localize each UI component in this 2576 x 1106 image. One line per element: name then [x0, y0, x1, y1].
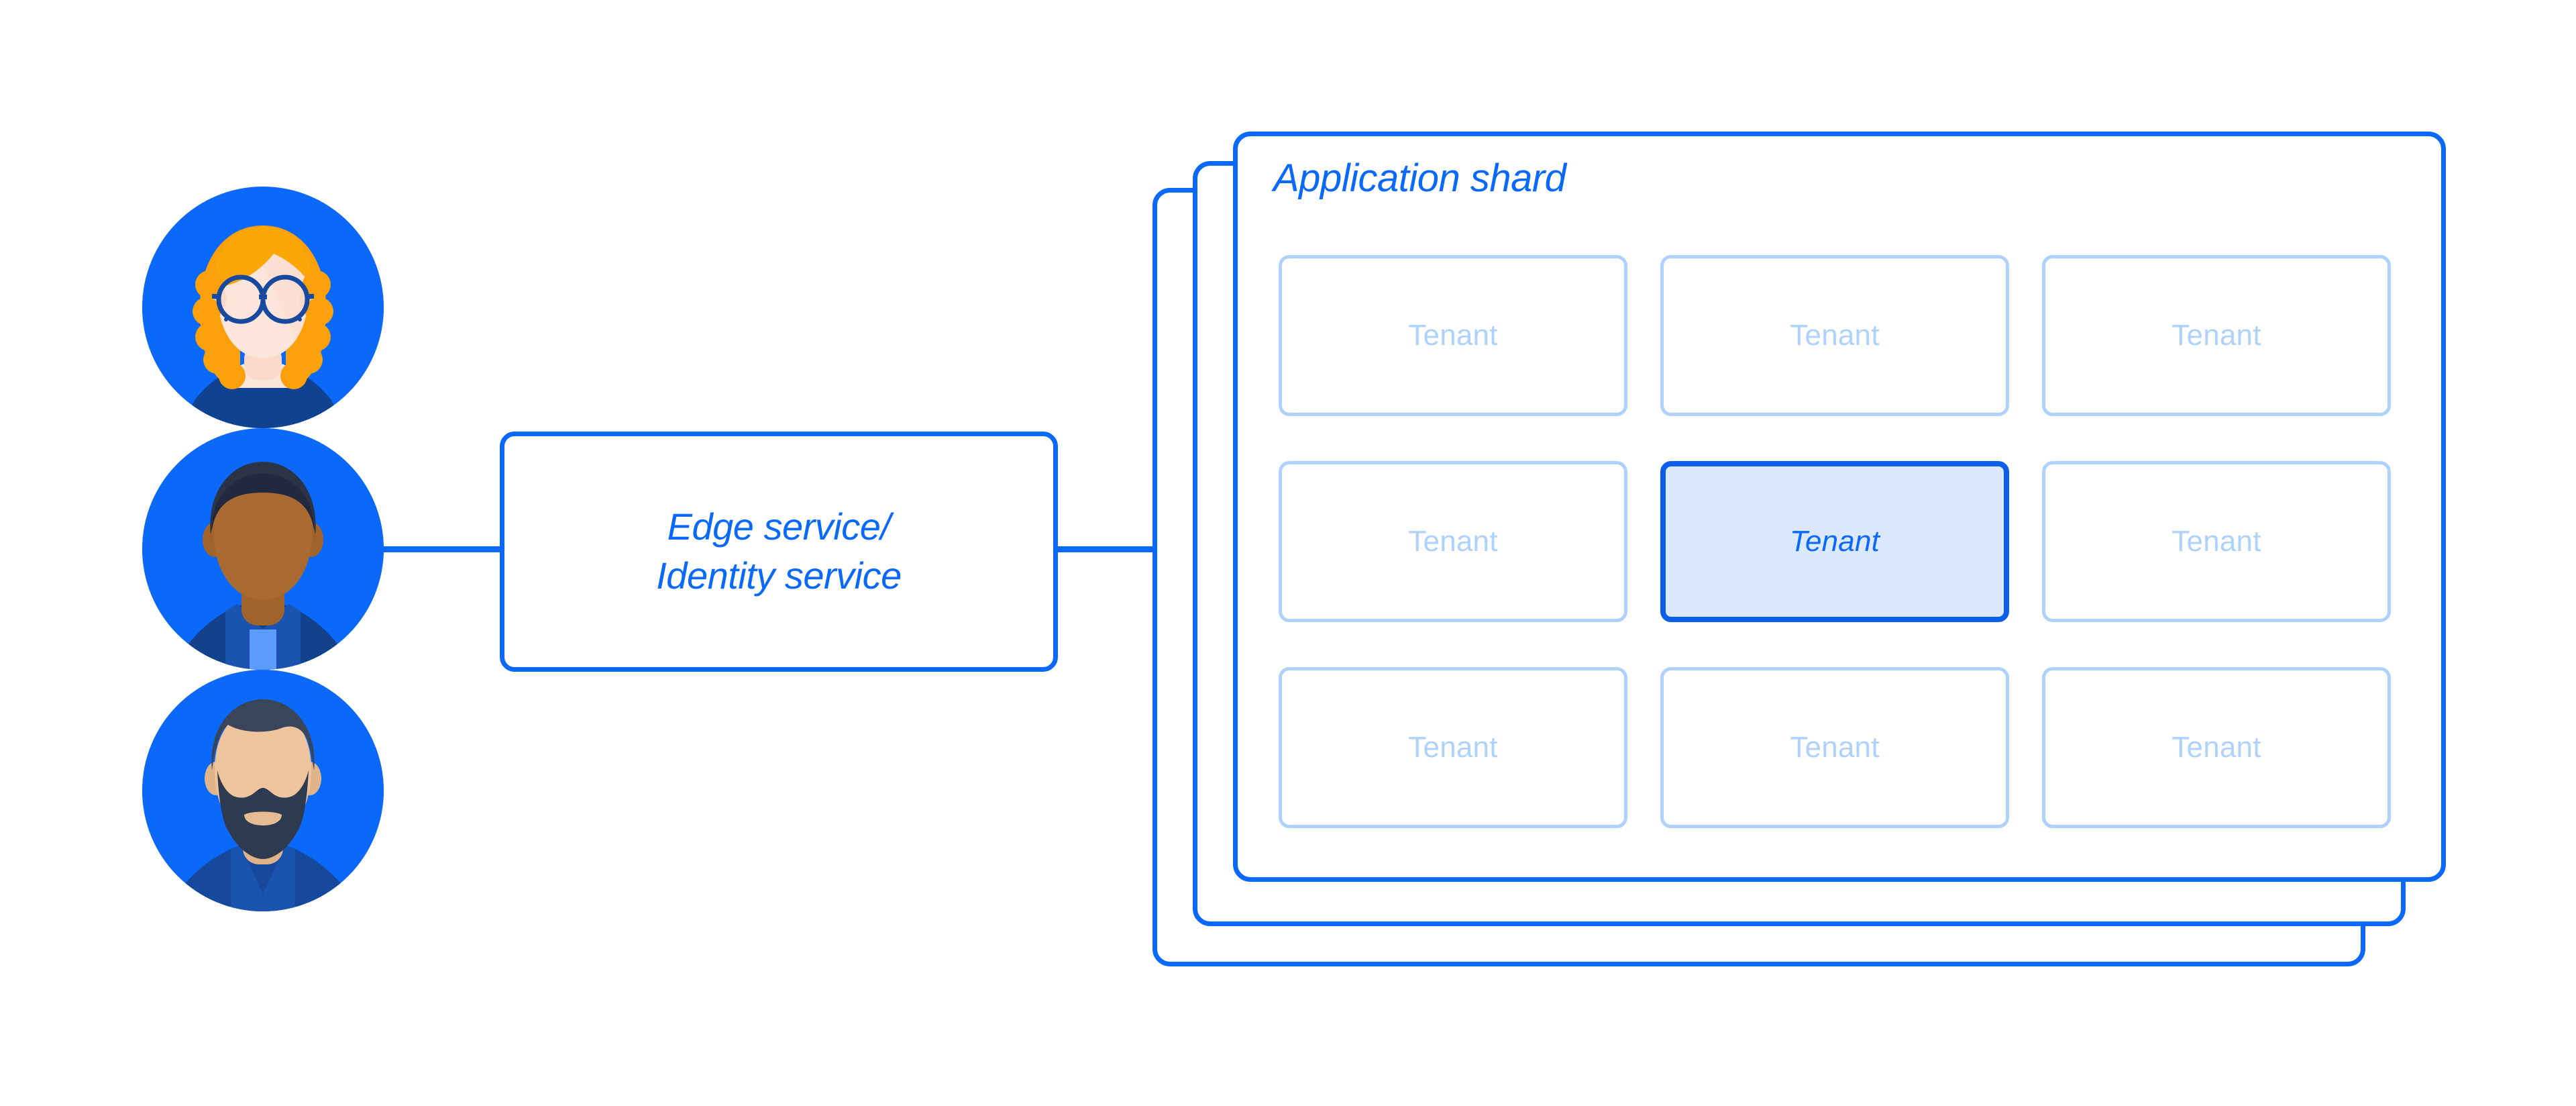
user-avatar-icon: [142, 428, 384, 670]
tenant-label: Tenant: [1408, 525, 1498, 558]
tenant-cell[interactable]: Tenant: [2042, 255, 2391, 416]
tenant-label: Tenant: [1408, 319, 1498, 352]
user-avatar-icon: [142, 187, 384, 428]
tenant-cell[interactable]: Tenant: [1660, 255, 2009, 416]
tenant-label: Tenant: [1790, 731, 1880, 764]
tenant-label: Tenant: [1789, 525, 1880, 558]
tenant-label: Tenant: [2171, 319, 2261, 352]
tenant-cell[interactable]: Tenant: [1279, 461, 1627, 622]
avatar-man-beard: [142, 670, 384, 911]
tenant-cell[interactable]: Tenant: [1279, 255, 1627, 416]
tenant-cell[interactable]: Tenant: [2042, 667, 2391, 828]
user-avatar-icon: [142, 670, 384, 911]
tenant-label: Tenant: [1790, 319, 1880, 352]
edge-service-label: Edge service/ Identity service: [656, 505, 902, 597]
application-shard-title: Application shard: [1273, 156, 1566, 200]
avatar-woman-glasses: [142, 187, 384, 428]
connector-edge-service-to-shard: [1055, 546, 1157, 552]
tenant-cell[interactable]: Tenant: [2042, 461, 2391, 622]
tenant-cell[interactable]: Tenant: [1279, 667, 1627, 828]
connector-users-to-edge-service: [384, 546, 504, 552]
tenant-cell[interactable]: Tenant: [1660, 667, 2009, 828]
tenant-label: Tenant: [2171, 731, 2261, 764]
tenant-grid: Tenant Tenant Tenant Tenant Tenant Tenan…: [1279, 255, 2404, 839]
tenant-label: Tenant: [2171, 525, 2261, 558]
tenant-cell-active[interactable]: Tenant: [1660, 461, 2009, 622]
tenant-label: Tenant: [1408, 731, 1498, 764]
avatar-man-short-hair: [142, 428, 384, 670]
edge-service-box[interactable]: Edge service/ Identity service: [500, 432, 1058, 672]
